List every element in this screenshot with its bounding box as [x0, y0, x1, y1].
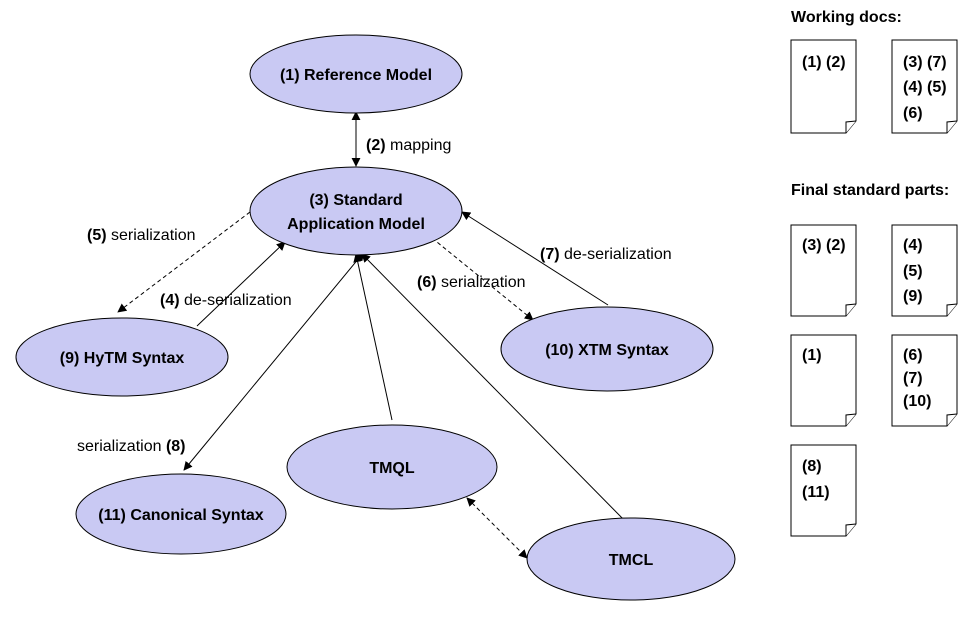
node-label: (11) Canonical Syntax: [98, 507, 263, 524]
node-label: (1) Reference Model: [280, 67, 432, 84]
doc-line: (5): [903, 263, 923, 280]
node-label: TMQL: [369, 460, 415, 477]
edge-label-deserialization-7: (7) de-serialization: [540, 246, 672, 263]
doc-line: (3) (2): [802, 237, 846, 254]
final-doc-2: (4) (5) (9): [891, 224, 958, 317]
final-parts-heading: Final standard parts:: [791, 182, 949, 199]
final-doc-3: (1): [790, 334, 857, 427]
doc-line: (1): [802, 347, 822, 364]
final-doc-4: (6) (7) (10): [891, 334, 958, 427]
node-label: TMCL: [609, 552, 654, 569]
working-doc-1: (1) (2): [790, 39, 857, 134]
doc-line: (8): [802, 458, 822, 475]
doc-line: (1) (2): [802, 54, 846, 71]
doc-line: (3) (7): [903, 54, 947, 71]
doc-line: (10): [903, 393, 931, 410]
edge-tmql-to-sam: [353, 253, 393, 421]
edge-tmql-tmcl: [466, 497, 528, 559]
node-label-line1: (3) Standard: [309, 192, 402, 209]
node-xtm-syntax: (10) XTM Syntax: [500, 306, 714, 392]
edge-label-mapping: (2) mapping: [366, 137, 451, 154]
edge-tmcl-to-sam: [361, 253, 629, 525]
working-docs-heading: Working docs:: [791, 9, 902, 26]
node-standard-application-model: (3) Standard Application Model: [249, 166, 463, 256]
edge-label-deserialization-4: (4) de-serialization: [160, 292, 292, 309]
edge-label-serialization-5: (5) serialization: [87, 227, 196, 244]
doc-line: (9): [903, 288, 923, 305]
node-reference-model: (1) Reference Model: [249, 34, 463, 114]
node-label: (9) HyTM Syntax: [60, 350, 185, 367]
edge-label-serialization-8: serialization (8): [77, 438, 186, 455]
doc-line: (7): [903, 370, 923, 387]
node-tmql: TMQL: [286, 424, 498, 510]
edge-serialization-6: [431, 237, 534, 321]
edge-label-serialization-6: (6) serialization: [417, 274, 526, 291]
final-doc-5: (8) (11): [790, 444, 857, 537]
node-label: (10) XTM Syntax: [545, 342, 669, 359]
node-tmcl: TMCL: [526, 517, 736, 601]
edge-deserialization-4: [196, 241, 286, 327]
node-label-line2: Application Model: [287, 216, 425, 233]
doc-line: (6): [903, 347, 923, 364]
edge-serialization-8: [183, 251, 365, 471]
edge-deserialization-7: [461, 211, 609, 306]
doc-line: (4) (5): [903, 79, 947, 96]
node-canonical-syntax: (11) Canonical Syntax: [75, 473, 287, 555]
doc-line: (11): [802, 484, 830, 501]
final-doc-1: (3) (2): [790, 224, 857, 317]
doc-line: (4): [903, 237, 923, 254]
doc-line: (6): [903, 105, 923, 122]
node-hytm-syntax: (9) HyTM Syntax: [15, 317, 229, 397]
working-doc-2: (3) (7) (4) (5) (6): [891, 39, 958, 134]
